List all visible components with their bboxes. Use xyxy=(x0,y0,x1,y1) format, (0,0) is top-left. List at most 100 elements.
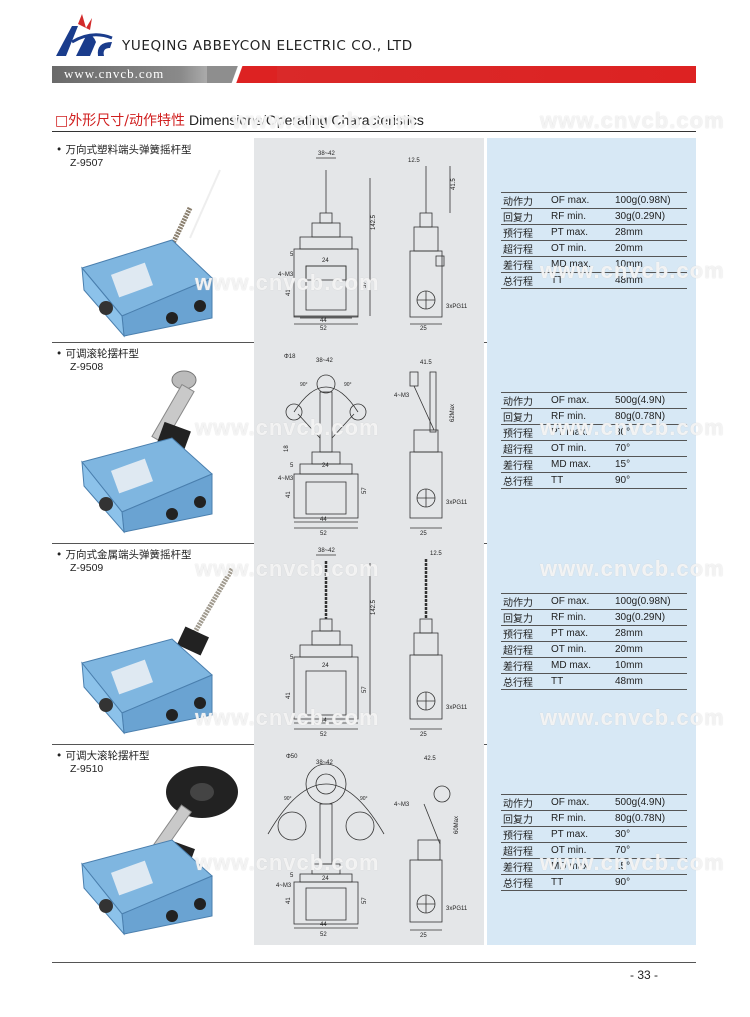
svg-text:52: 52 xyxy=(320,732,327,738)
svg-text:90°: 90° xyxy=(300,382,308,388)
svg-text:38~42: 38~42 xyxy=(318,151,336,157)
website-url[interactable]: www.cnvcb.com xyxy=(64,66,165,81)
svg-text:3xPG11: 3xPG11 xyxy=(446,705,468,711)
model-label: • 可调大滚轮摆杆型 Z-9510 xyxy=(56,750,150,776)
svg-text:18: 18 xyxy=(284,445,290,452)
watermark: www.cnvcb.com xyxy=(540,415,725,440)
model-name: • 万向式塑料端头弹簧摇杆型 xyxy=(56,144,192,156)
svg-text:41: 41 xyxy=(286,692,292,699)
company-name: YUEQING ABBEYCON ELECTRIC CO., LTD xyxy=(122,38,413,54)
svg-text:25: 25 xyxy=(420,326,427,332)
svg-text:142.5: 142.5 xyxy=(371,214,377,230)
product-photo-z9508 xyxy=(81,370,213,534)
dimension-drawing: Φ50 38~42 42.5 4~M3 60Max 90° 90° 5 24 5… xyxy=(254,744,484,945)
model-name: • 万向式金属端头弹簧摇杆型 xyxy=(56,549,192,561)
svg-text:24: 24 xyxy=(322,463,329,469)
title-divider xyxy=(52,131,696,132)
model-name: • 可调大滚轮摆杆型 xyxy=(56,750,150,762)
model-label: • 万向式塑料端头弹簧摇杆型 Z-9507 xyxy=(56,144,192,170)
watermark: www.cnvcb.com xyxy=(232,108,417,133)
svg-text:5: 5 xyxy=(290,463,294,469)
footer-divider xyxy=(52,962,696,963)
watermark: www.cnvcb.com xyxy=(195,270,380,295)
product-row-z9507: 38~42 12.5 41.5 142.5 24 57 4~M3 41 5 44… xyxy=(52,138,696,343)
watermark: www.cnvcb.com xyxy=(195,705,380,730)
svg-text:57: 57 xyxy=(362,487,368,494)
svg-text:38~42: 38~42 xyxy=(318,548,336,554)
svg-text:44: 44 xyxy=(320,517,327,523)
dimension-drawing: 38~42 12.5 41.5 142.5 24 57 4~M3 41 5 44… xyxy=(254,138,484,342)
page-header: YUEQING ABBEYCON ELECTRIC CO., LTD www.c… xyxy=(0,0,750,90)
svg-text:41: 41 xyxy=(286,491,292,498)
svg-text:90°: 90° xyxy=(360,796,368,802)
svg-text:62Max: 62Max xyxy=(450,404,456,422)
svg-text:25: 25 xyxy=(420,531,427,537)
drawing-svg: 38~42 12.5 142.5 5 24 57 41 44 52 25 3xP… xyxy=(286,548,468,738)
product-row-z9508: Φ18 38~42 41.5 4~M3 62Max 90° 90° 18 5 2… xyxy=(52,342,696,544)
watermark: www.cnvcb.com xyxy=(195,850,380,875)
watermark: www.cnvcb.com xyxy=(195,556,380,581)
svg-text:25: 25 xyxy=(420,732,427,738)
svg-text:44: 44 xyxy=(320,318,327,324)
svg-text:4~M3: 4~M3 xyxy=(394,802,410,808)
section-title-en: Dimensions/Operating Characteristics xyxy=(188,112,424,128)
svg-text:52: 52 xyxy=(320,531,327,537)
svg-text:142.5: 142.5 xyxy=(371,599,377,615)
svg-text:5: 5 xyxy=(290,873,294,879)
svg-text:12.5: 12.5 xyxy=(430,551,442,557)
svg-text:5: 5 xyxy=(290,252,294,258)
drawing-svg: Φ50 38~42 42.5 4~M3 60Max 90° 90° 5 24 5… xyxy=(267,754,468,939)
drawing-svg: Φ18 38~42 41.5 4~M3 62Max 90° 90° 18 5 2… xyxy=(278,354,468,537)
svg-text:38~42: 38~42 xyxy=(316,358,334,364)
svg-text:60Max: 60Max xyxy=(454,816,460,834)
watermark: www.cnvcb.com xyxy=(540,556,725,581)
url-banner: www.cnvcb.com xyxy=(52,66,696,83)
product-row-z9510: Φ50 38~42 42.5 4~M3 60Max 90° 90° 5 24 5… xyxy=(52,744,696,945)
svg-text:38~42: 38~42 xyxy=(316,760,334,766)
svg-text:3xPG11: 3xPG11 xyxy=(446,906,468,912)
model-code: Z-9508 xyxy=(70,361,104,373)
watermark: www.cnvcb.com xyxy=(540,705,725,730)
dimension-drawing: 38~42 12.5 142.5 5 24 57 41 44 52 25 3xP… xyxy=(254,543,484,744)
section-title-cn: □外形尺寸/动作特性 xyxy=(55,113,185,129)
svg-text:24: 24 xyxy=(322,258,329,264)
model-code: Z-9510 xyxy=(70,763,104,775)
svg-text:24: 24 xyxy=(322,876,329,882)
svg-text:12.5: 12.5 xyxy=(408,158,420,164)
svg-text:24: 24 xyxy=(322,663,329,669)
svg-text:3xPG11: 3xPG11 xyxy=(446,304,468,310)
model-name: • 可调滚轮摆杆型 xyxy=(56,348,140,360)
model-label: • 万向式金属端头弹簧摇杆型 Z-9509 xyxy=(56,549,192,575)
model-code: Z-9509 xyxy=(70,562,104,574)
page-number: - 33 - xyxy=(630,968,659,982)
svg-text:41: 41 xyxy=(286,289,292,296)
product-photo-z9509 xyxy=(81,567,235,735)
svg-text:41.5: 41.5 xyxy=(451,178,457,190)
drawing-svg: 38~42 12.5 41.5 142.5 24 57 4~M3 41 5 44… xyxy=(278,151,468,332)
